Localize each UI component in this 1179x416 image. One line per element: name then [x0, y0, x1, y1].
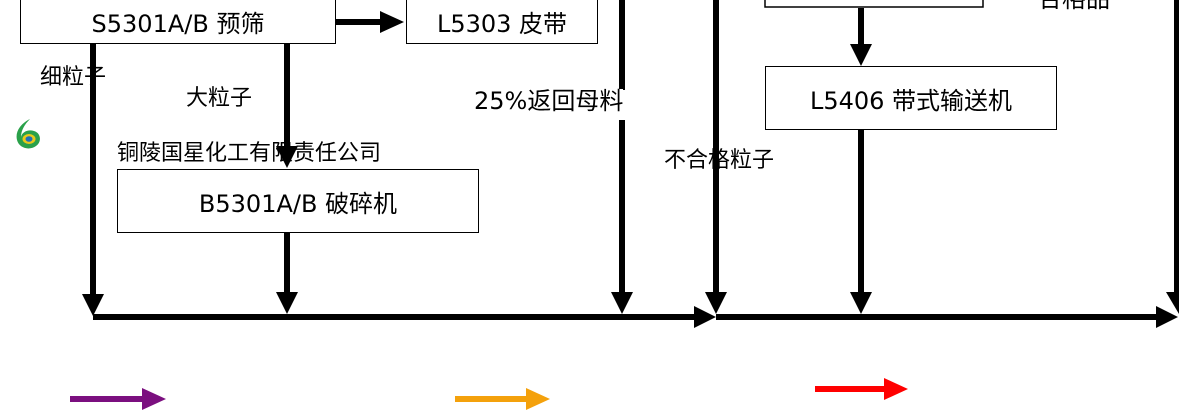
box-belt-l5406: L5406 带式输送机	[765, 66, 1057, 130]
box-crusher-label: B5301A/B 破碎机	[198, 189, 398, 218]
company-logo-icon	[16, 119, 40, 149]
arrowhead-l5406-out	[850, 292, 872, 314]
arrowhead-bottom-left	[694, 306, 716, 328]
box-belt-l5303: L5303 皮带	[406, 0, 598, 44]
box-prescreen: S5301A/B 预筛	[20, 0, 336, 44]
box-belt-l5406-label: L5406 带式输送机	[809, 86, 1013, 115]
box-belt-l5303-label: L5303 皮带	[436, 9, 568, 38]
label-return-mother: 25%返回母料	[474, 87, 624, 115]
arrowhead-bottom-right	[1156, 306, 1178, 328]
arrowhead-to-l5406	[850, 44, 872, 66]
top-right-box-edge	[764, 0, 984, 8]
arrowhead-right	[1166, 292, 1179, 314]
box-prescreen-label: S5301A/B 预筛	[91, 9, 265, 38]
box-crusher: B5301A/B 破碎机	[117, 169, 479, 233]
label-large-particles: 大粒子	[186, 86, 253, 111]
label-qualified-partial: 合格品	[1038, 0, 1110, 11]
company-name: 铜陵国星化工有限责任公司	[117, 141, 382, 166]
label-unqualified: 不合格粒子	[664, 148, 775, 173]
legend-arrow-red	[815, 378, 908, 400]
arrowhead-large	[276, 146, 298, 168]
arrowhead-fine	[82, 294, 104, 316]
arrowhead-to-belt	[380, 11, 404, 33]
arrowhead-return	[611, 292, 633, 314]
arrowhead-unqualified	[705, 292, 727, 314]
legend-arrow-purple	[70, 388, 166, 410]
arrowhead-crusher-out	[276, 292, 298, 314]
label-fine-particles: 细粒子	[40, 65, 107, 90]
legend-arrow-orange	[455, 388, 550, 410]
